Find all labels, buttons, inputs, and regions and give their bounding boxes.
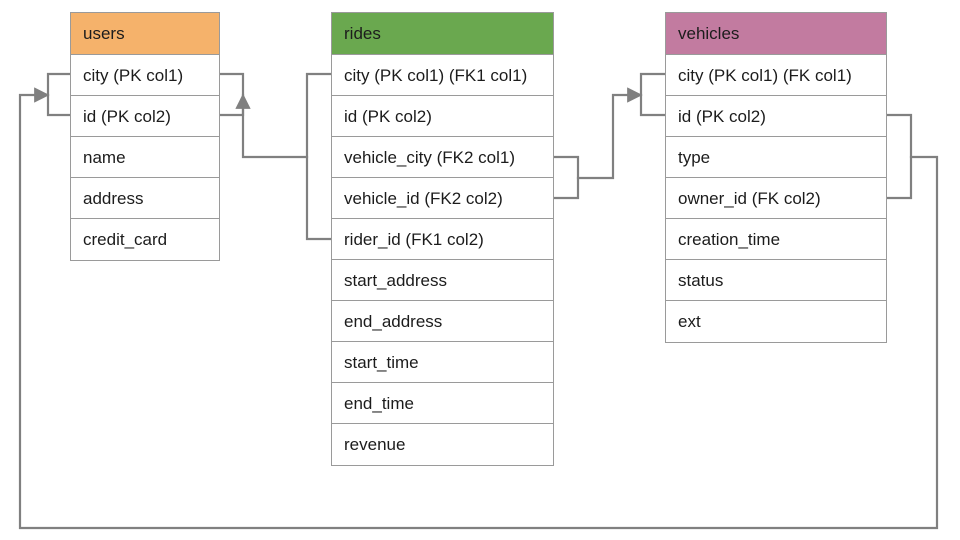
entity-vehicles-header: vehicles xyxy=(666,13,886,55)
edge-vehicles-left-bracket xyxy=(639,72,667,117)
entity-rides-column-revenue[interactable]: revenue xyxy=(332,424,553,465)
entity-vehicles[interactable]: vehicles city (PK col1) (FK col1) id (PK… xyxy=(665,12,887,343)
edge-users-left-bracket xyxy=(46,72,72,117)
entity-rides-column-end-time[interactable]: end_time xyxy=(332,383,553,424)
entity-rides-column-end-address[interactable]: end_address xyxy=(332,301,553,342)
entity-vehicles-column-owner-id[interactable]: owner_id (FK col2) xyxy=(666,178,886,219)
entity-vehicles-column-type[interactable]: type xyxy=(666,137,886,178)
entity-users-column-city[interactable]: city (PK col1) xyxy=(71,55,219,96)
entity-users-header: users xyxy=(71,13,219,55)
edge-rides-fk1-bracket xyxy=(305,72,333,241)
edge-vehicles-to-users xyxy=(18,87,939,530)
entity-users-column-id[interactable]: id (PK col2) xyxy=(71,96,219,137)
entity-rides[interactable]: rides city (PK col1) (FK1 col1) id (PK c… xyxy=(331,12,554,466)
edge-users-right-bracket xyxy=(218,72,245,117)
entity-rides-column-rider-id[interactable]: rider_id (FK1 col2) xyxy=(332,219,553,260)
entity-rides-column-id[interactable]: id (PK col2) xyxy=(332,96,553,137)
entity-rides-column-vehicle-id[interactable]: vehicle_id (FK2 col2) xyxy=(332,178,553,219)
entity-rides-column-start-time[interactable]: start_time xyxy=(332,342,553,383)
entity-rides-column-vehicle-city[interactable]: vehicle_city (FK2 col1) xyxy=(332,137,553,178)
entity-vehicles-column-city[interactable]: city (PK col1) (FK col1) xyxy=(666,55,886,96)
entity-users-column-credit-card[interactable]: credit_card xyxy=(71,219,219,260)
entity-vehicles-column-id[interactable]: id (PK col2) xyxy=(666,96,886,137)
entity-vehicles-column-ext[interactable]: ext xyxy=(666,301,886,342)
entity-users[interactable]: users city (PK col1) id (PK col2) name a… xyxy=(70,12,220,261)
entity-rides-column-start-address[interactable]: start_address xyxy=(332,260,553,301)
entity-vehicles-column-creation-time[interactable]: creation_time xyxy=(666,219,886,260)
edge-rides-fk2-bracket xyxy=(552,155,580,200)
entity-rides-header: rides xyxy=(332,13,553,55)
entity-rides-column-city[interactable]: city (PK col1) (FK1 col1) xyxy=(332,55,553,96)
entity-vehicles-column-status[interactable]: status xyxy=(666,260,886,301)
entity-users-column-address[interactable]: address xyxy=(71,178,219,219)
edge-vehicles-fk-bracket xyxy=(885,113,913,200)
entity-users-column-name[interactable]: name xyxy=(71,137,219,178)
edge-rides-to-vehicles xyxy=(576,87,643,180)
edge-rides-to-users xyxy=(235,93,309,159)
